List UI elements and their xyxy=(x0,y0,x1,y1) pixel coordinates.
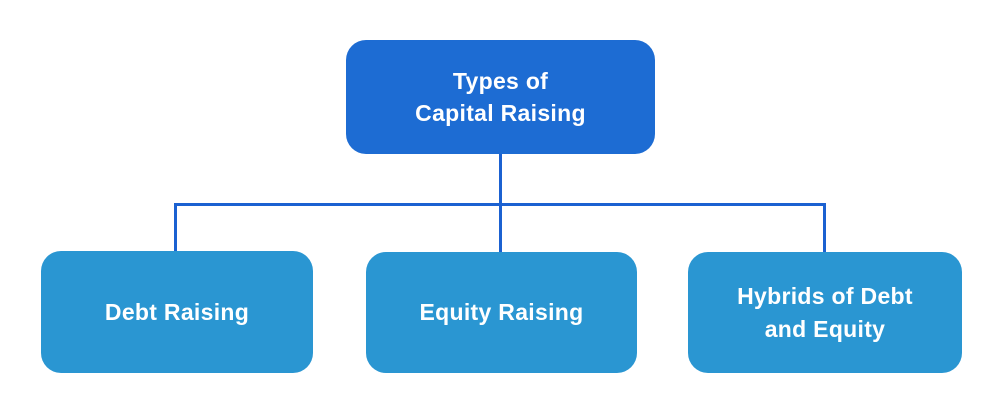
connector-drop-debt-raising xyxy=(174,203,177,252)
connector-drop-hybrids xyxy=(823,203,826,253)
connector-root-stem xyxy=(499,154,502,204)
diagram-node-equity-raising: Equity Raising xyxy=(366,252,637,373)
diagram-node-types-of-capital-raising: Types of Capital Raising xyxy=(346,40,655,154)
diagram-node-hybrids-of-debt-and-equity: Hybrids of Debt and Equity xyxy=(688,252,962,373)
diagram-node-debt-raising: Debt Raising xyxy=(41,251,313,373)
connector-drop-equity-raising xyxy=(499,203,502,253)
